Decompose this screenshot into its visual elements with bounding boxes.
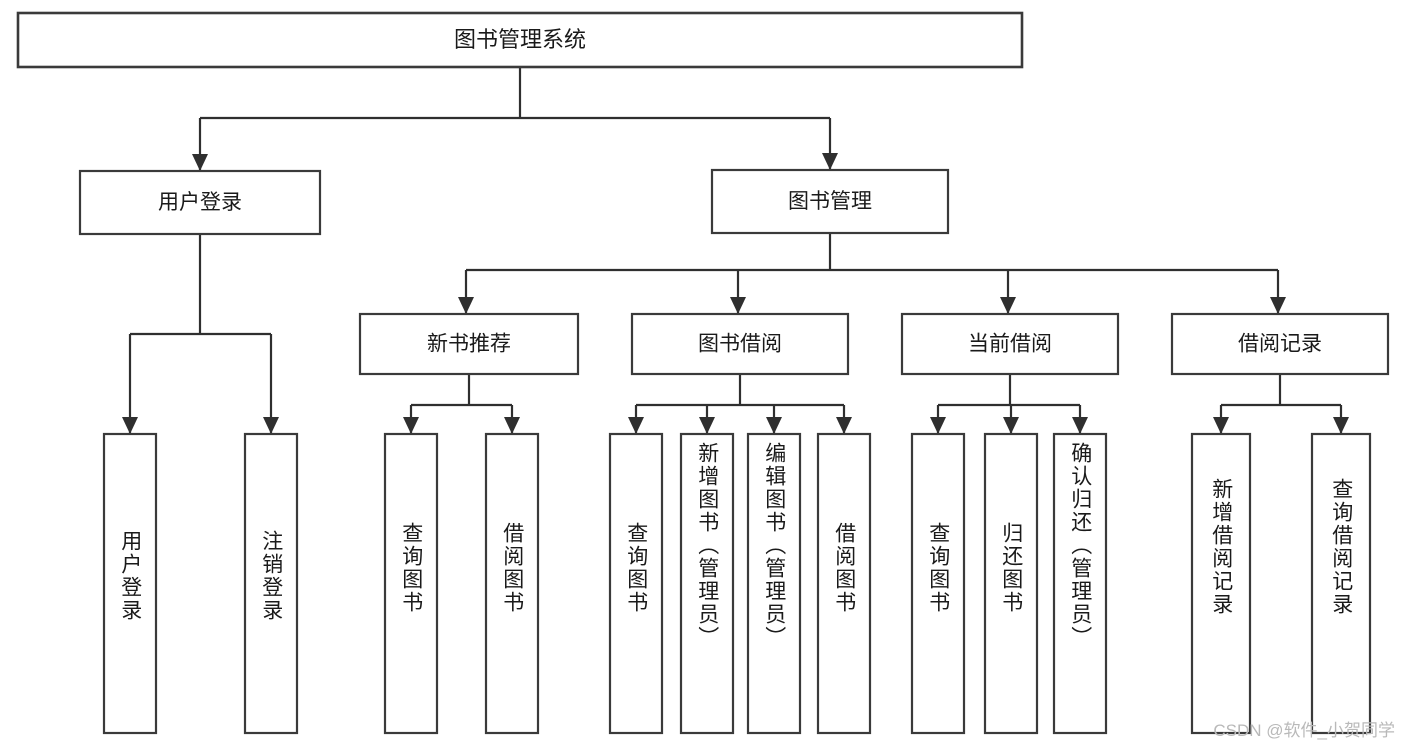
node-label-root: 图书管理系统 (454, 27, 586, 52)
arrow-head-icon (1270, 297, 1286, 314)
node-box-book-manage[interactable] (710, 168, 950, 235)
leaf-box-leaf-query-book-1[interactable] (383, 432, 439, 735)
leaf-box-leaf-borrow-book-2[interactable] (816, 432, 872, 735)
node-box-borrow-record[interactable] (1170, 312, 1390, 376)
leaf-box-leaf-return-book[interactable] (983, 432, 1039, 735)
leaf-box-leaf-borrow-book-1[interactable] (484, 432, 540, 735)
leaf-box-leaf-user-logout[interactable] (243, 432, 299, 735)
watermark-text: CSDN @软件_小贺同学 (1213, 721, 1395, 740)
arrow-head-icon (1072, 417, 1088, 434)
node-box-user-login[interactable] (78, 169, 322, 236)
arrow-head-icon (122, 417, 138, 434)
leaf-box-leaf-confirm-return-admin[interactable] (1052, 432, 1108, 735)
node-box-root[interactable] (16, 11, 1024, 69)
arrow-head-icon (403, 417, 419, 434)
arrow-head-icon (1003, 417, 1019, 434)
arrow-head-icon (504, 417, 520, 434)
leaf-box-leaf-user-login[interactable] (102, 432, 158, 735)
arrow-head-icon (192, 154, 208, 171)
arrow-head-icon (1333, 417, 1349, 434)
node-label-book-manage: 图书管理 (788, 190, 872, 213)
node-box-layer (16, 11, 1390, 735)
connector-layer (122, 67, 1349, 434)
arrow-head-icon (1000, 297, 1016, 314)
arrow-head-icon (458, 297, 474, 314)
arrow-head-icon (628, 417, 644, 434)
node-box-new-book-recommend[interactable] (358, 312, 580, 376)
arrow-head-icon (1213, 417, 1229, 434)
arrow-head-icon (836, 417, 852, 434)
leaf-box-leaf-query-borrow-record[interactable] (1310, 432, 1372, 735)
arrow-head-icon (263, 417, 279, 434)
node-box-book-borrow[interactable] (630, 312, 850, 376)
node-label-current-borrow: 当前借阅 (968, 333, 1052, 356)
arrow-head-icon (930, 417, 946, 434)
arrow-head-icon (730, 297, 746, 314)
arrow-head-icon (699, 417, 715, 434)
node-label-book-borrow: 图书借阅 (698, 333, 782, 356)
arrow-head-icon (766, 417, 782, 434)
node-label-borrow-record: 借阅记录 (1238, 333, 1322, 356)
leaf-box-leaf-query-book-3[interactable] (910, 432, 966, 735)
node-label-new-book-recommend: 新书推荐 (427, 333, 511, 356)
node-box-current-borrow[interactable] (900, 312, 1120, 376)
leaf-box-leaf-add-borrow-record[interactable] (1190, 432, 1252, 735)
leaf-box-leaf-add-book-admin[interactable] (679, 432, 735, 735)
leaf-box-leaf-edit-book-admin[interactable] (746, 432, 802, 735)
node-label-user-login: 用户登录 (158, 191, 242, 214)
arrow-head-icon (822, 153, 838, 170)
leaf-box-leaf-query-book-2[interactable] (608, 432, 664, 735)
